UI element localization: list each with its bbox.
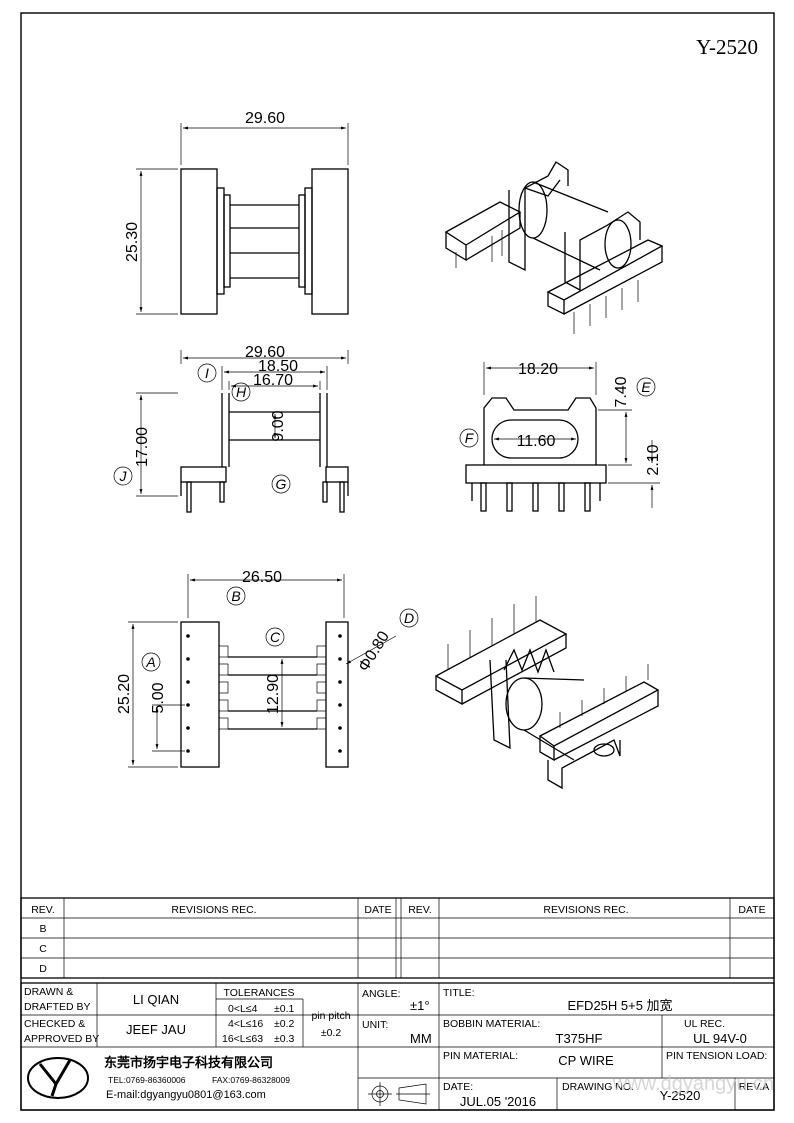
dim-front-inner1: 18.50 (258, 358, 298, 375)
dim-side-core: 11.60 (517, 433, 556, 450)
callout-g: G (276, 476, 287, 492)
revision-table (20, 897, 775, 979)
pin-pitch-label: pin pitch (311, 1010, 350, 1022)
company-tel: TEL:0769-86360006 (108, 1075, 186, 1085)
watermark: www.dgyangyu.cn (612, 1073, 774, 1095)
dim-side-h1: 7.40 (613, 376, 630, 407)
callout-d: D (404, 610, 414, 626)
unit-value: MM (410, 1031, 432, 1046)
company-fax: FAX:0769-86328009 (212, 1075, 290, 1085)
tol-value-2: ±0.2 (274, 1018, 295, 1030)
dim-bottom-core: 12.90 (265, 674, 282, 714)
dim-front-height: 17.00 (134, 427, 151, 467)
bottom-view (128, 574, 397, 768)
rev-row-b: B (39, 923, 46, 935)
callout-a: A (145, 654, 155, 670)
dim-side-h2: 2.10 (645, 444, 662, 475)
callout-markers: I H J G F E B C A D (113, 363, 656, 672)
callout-b: B (231, 588, 240, 604)
title-value: EFD25H 5+5 加宽 (567, 998, 672, 1013)
rev-row-d: D (39, 963, 47, 975)
iso-view-upper (444, 161, 664, 334)
dim-bottom-pitch: 5.00 (150, 682, 167, 713)
pin-material-label: PIN MATERIAL: (443, 1050, 518, 1062)
tol-value-3: ±0.3 (274, 1033, 295, 1045)
title-block (20, 982, 775, 1111)
front-view (136, 350, 349, 513)
unit-label: UNIT: (362, 1019, 388, 1031)
checked-label-2: APPROVED BY (24, 1033, 99, 1045)
drawn-label-1: DRAWN & (24, 986, 73, 998)
side-view (465, 362, 660, 512)
callout-i: I (205, 365, 209, 381)
tol-value-1: ±0.1 (274, 1003, 295, 1015)
drawn-by-value: LI QIAN (133, 992, 179, 1007)
bobbin-material-value: T375HF (556, 1031, 603, 1046)
angle-label: ANGLE: (362, 988, 401, 1000)
tol-range-2: 4<L≤16 (228, 1018, 263, 1030)
dim-bottom-width: 26.50 (242, 569, 282, 586)
sheet-border (20, 12, 775, 1111)
callout-h: H (236, 384, 247, 400)
rev-header-rev-1: REV. (31, 904, 55, 916)
top-view (136, 123, 349, 315)
dim-bottom-height: 25.20 (116, 674, 133, 714)
dim-front-inner2: 16.70 (253, 372, 293, 389)
date-label: DATE: (443, 1081, 473, 1093)
iso-view-lower (434, 596, 660, 790)
rev-header-rec-2: REVISIONS REC. (543, 904, 628, 916)
tol-range-1: 0<L≤4 (228, 1003, 258, 1015)
callout-c: C (270, 629, 281, 645)
rev-header-rev-2: REV. (408, 904, 432, 916)
ul-rec-value: UL 94V-0 (693, 1031, 747, 1046)
dim-front-core: 9.00 (270, 410, 287, 441)
tol-range-3: 16<L≤63 (222, 1033, 263, 1045)
company-name: 东莞市扬宇电子科技有限公司 (104, 1055, 273, 1070)
bobbin-material-label: BOBBIN MATERIAL: (443, 1018, 540, 1030)
rev-a-label: REV.A (739, 1081, 770, 1093)
dim-top-height: 25.30 (124, 222, 141, 262)
drawn-label-2: DRAFTED BY (24, 1001, 91, 1013)
callout-f: F (465, 430, 475, 446)
pin-pitch-value: ±0.2 (321, 1027, 342, 1039)
dim-pin-diameter: Φ0.80 (355, 628, 393, 674)
rev-row-c: C (39, 943, 47, 955)
callout-j: J (119, 468, 128, 484)
title-label: TITLE: (443, 987, 475, 999)
date-value: JUL.05 '2016 (460, 1094, 536, 1109)
rev-header-date-1: DATE (364, 904, 391, 916)
pin-tension-label: PIN TENSION LOAD: (666, 1050, 767, 1062)
dim-front-width: 29.60 (245, 344, 285, 361)
rev-header-date-2: DATE (738, 904, 765, 916)
ul-rec-label: UL REC. (684, 1018, 725, 1030)
checked-by-value: JEEF JAU (126, 1022, 186, 1037)
tolerances-title: TOLERANCES (224, 987, 295, 999)
pin-material-value: CP WIRE (558, 1053, 614, 1068)
drawing-number-top: Y-2520 (696, 35, 758, 59)
rev-header-rec-1: REVISIONS REC. (171, 904, 256, 916)
drawing-no-value: Y-2520 (660, 1088, 701, 1103)
callout-e: E (641, 379, 651, 395)
drawing-no-label: DRAWING NO. (562, 1081, 634, 1093)
dim-top-width: 29.60 (245, 110, 285, 127)
company-email: E-mail:dgyangyu0801@163.com (106, 1089, 266, 1101)
angle-value: ±1° (410, 998, 430, 1013)
dim-side-width: 18.20 (518, 361, 558, 378)
checked-label-1: CHECKED & (24, 1018, 85, 1030)
